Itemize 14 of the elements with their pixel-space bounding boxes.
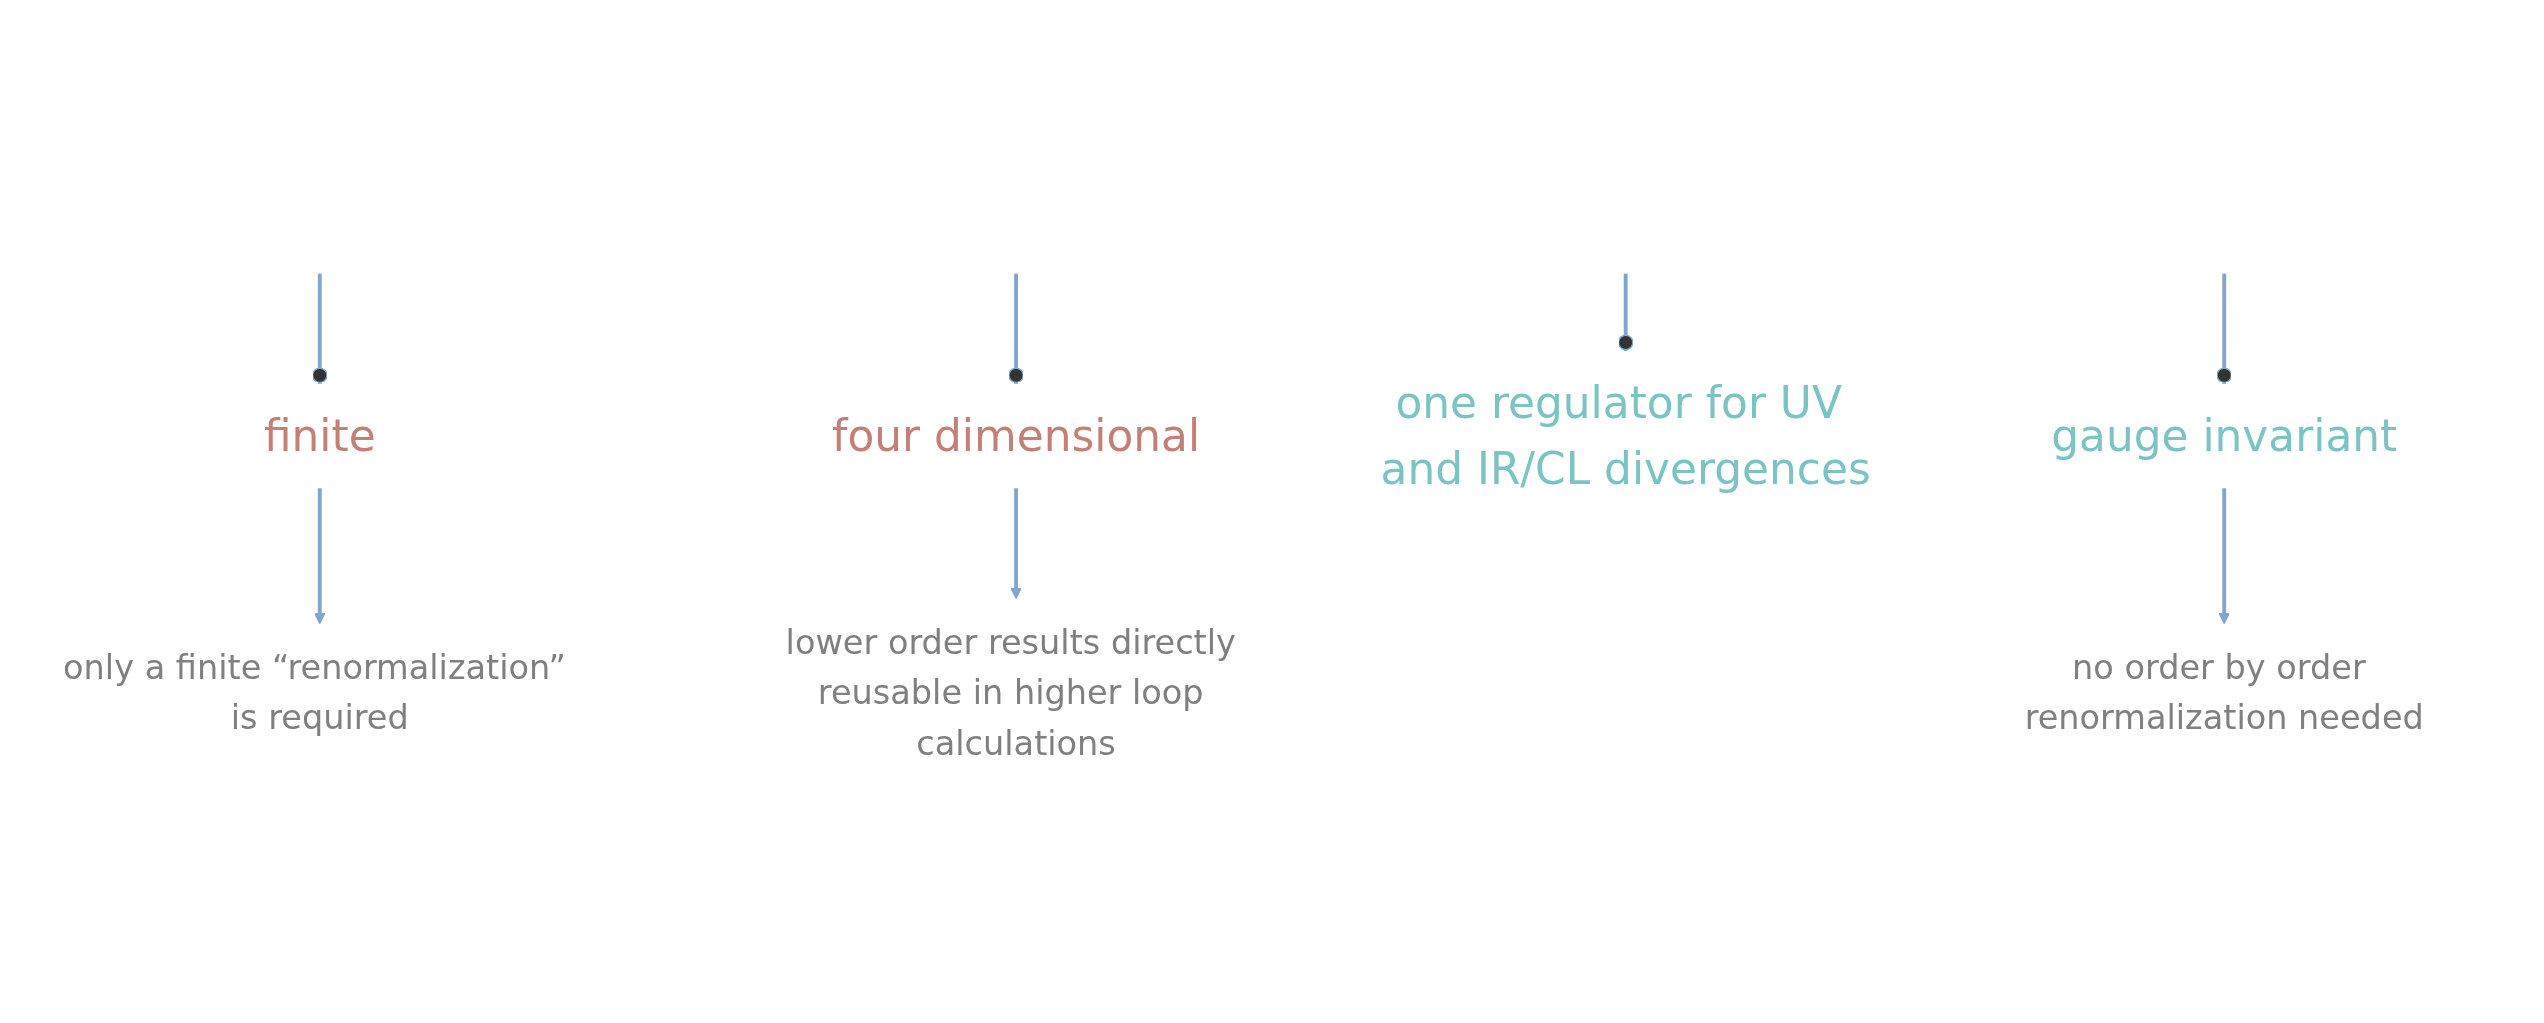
arrow bbox=[1010, 488, 1022, 600]
node-text: one regulator for UV and IR/CL divergences bbox=[1380, 376, 1871, 495]
arrow bbox=[2218, 488, 2230, 625]
node-text: gauge invariant bbox=[2051, 409, 2398, 462]
node-text: finite bbox=[263, 409, 376, 462]
node-text: no order by order renormalization needed bbox=[2024, 648, 2424, 738]
connector bbox=[1008, 273, 1024, 384]
connector bbox=[1617, 273, 1634, 351]
connector bbox=[2216, 273, 2232, 384]
node-text: four dimensional bbox=[832, 409, 1201, 462]
connector bbox=[312, 273, 328, 384]
node-text: lower order results directly reusable in higher loop calculations bbox=[785, 623, 1236, 763]
node-text: only a finite “renormalization” is required bbox=[63, 648, 566, 738]
arrow bbox=[314, 488, 326, 625]
